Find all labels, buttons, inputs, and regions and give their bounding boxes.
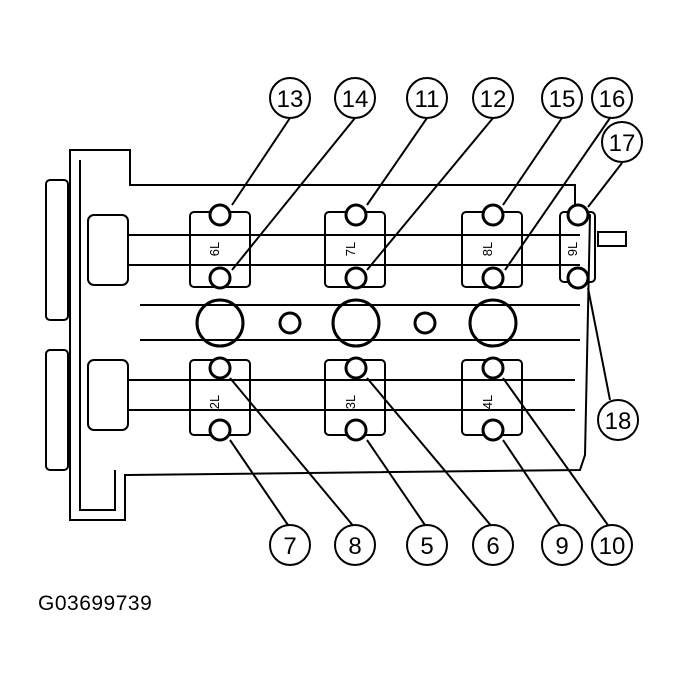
callout-12: 12 <box>480 86 507 113</box>
callout-14: 14 <box>342 86 369 113</box>
bolt-9 <box>481 418 505 442</box>
cap-label-8l: 8L <box>480 242 495 256</box>
callout-10: 10 <box>599 533 626 560</box>
bolt-17 <box>566 203 590 227</box>
callout-16: 16 <box>599 86 626 113</box>
bolt-12 <box>344 266 368 290</box>
cap-label-4l: 4L <box>480 395 495 409</box>
bolt-5 <box>344 418 368 442</box>
callout-13: 13 <box>277 86 304 113</box>
cylinder-head-outline <box>45 149 627 521</box>
callout-18: 18 <box>605 408 632 435</box>
cap-label-3l: 3L <box>343 395 358 409</box>
bolt-14 <box>208 266 232 290</box>
callout-8: 8 <box>348 533 361 560</box>
leader-lines <box>229 117 623 529</box>
cap-label-9l: 9L <box>565 242 580 256</box>
cap-label-2l: 2L <box>207 395 222 409</box>
bolt-16 <box>481 266 505 290</box>
callout-5: 5 <box>420 533 433 560</box>
callout-6: 6 <box>486 533 499 560</box>
bolt-8 <box>208 356 232 380</box>
bolt-15 <box>481 203 505 227</box>
callout-9: 9 <box>555 533 568 560</box>
callout-numbers: 13 14 11 12 15 16 17 7 8 5 6 9 10 18 <box>277 86 636 560</box>
bolt-18 <box>566 266 590 290</box>
callout-7: 7 <box>283 533 296 560</box>
callout-11: 11 <box>415 86 440 113</box>
cap-label-6l: 6L <box>207 242 222 256</box>
callout-15: 15 <box>549 86 576 113</box>
spark-plug-wells <box>195 298 518 348</box>
cap-labels: 6L 7L 8L 9L 2L 3L 4L <box>207 242 580 409</box>
bolt-10 <box>481 356 505 380</box>
bolt-13 <box>208 203 232 227</box>
cap-label-7l: 7L <box>343 242 358 256</box>
cam-bearing-bolts <box>208 203 590 442</box>
callout-17: 17 <box>609 130 636 157</box>
figure-code: G03699739 <box>38 592 153 615</box>
bolt-7 <box>208 418 232 442</box>
bolt-11 <box>344 203 368 227</box>
bolt-6 <box>344 356 368 380</box>
callout-markers <box>269 77 643 566</box>
